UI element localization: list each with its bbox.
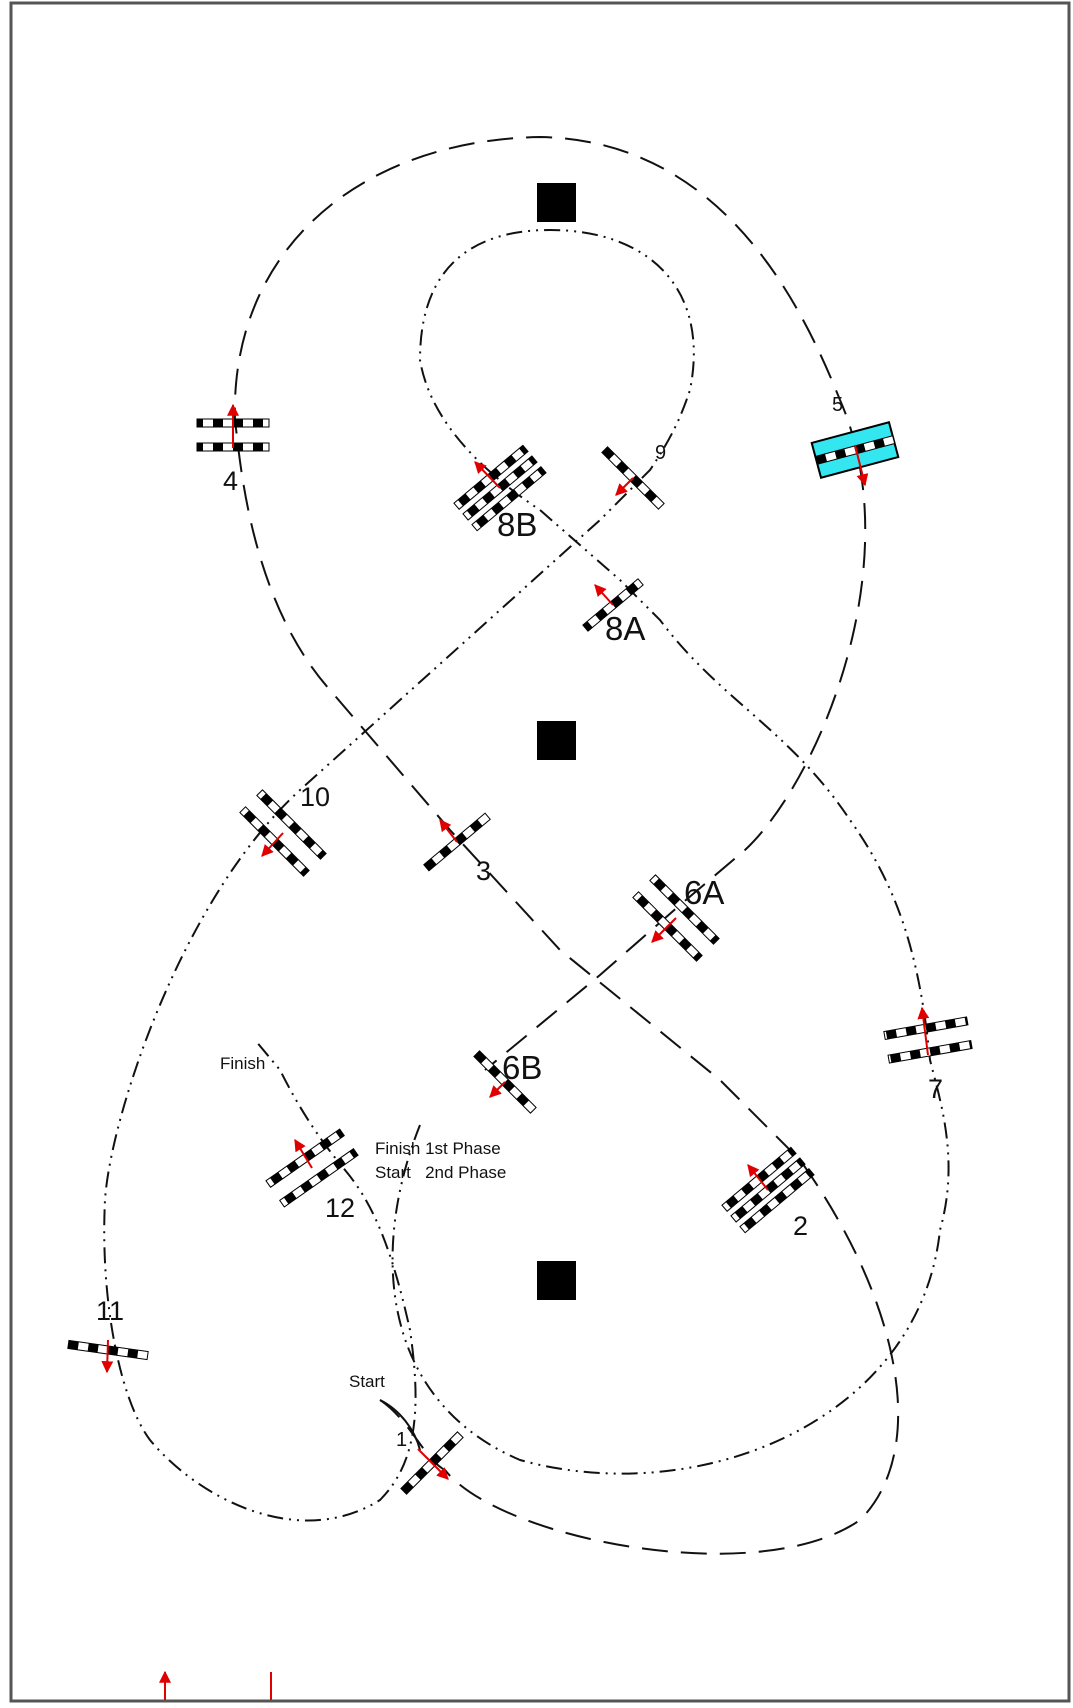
label-fence-11: 11: [96, 1296, 124, 1326]
label-phase-start: Start 2nd Phase: [375, 1163, 506, 1182]
label-fence-8a: 8A: [605, 610, 645, 647]
fence-8a-direction-arrow: [594, 584, 614, 606]
label-fence-1: 1: [396, 1429, 407, 1451]
block-bottom: [537, 1261, 576, 1300]
fence-9-direction-arrow: [615, 477, 634, 496]
fence-8b-direction-arrow: [474, 461, 501, 489]
track-phase-1: [233, 135, 900, 1555]
fence-1: [400, 1431, 464, 1495]
fence-10-direction-arrow: [261, 832, 284, 857]
label-fence-10: 10: [300, 782, 330, 812]
fence-6b-direction-arrow: [489, 1081, 506, 1098]
label-fence-7: 7: [928, 1074, 943, 1104]
fence-2-direction-arrow: [747, 1164, 769, 1191]
fence-11-direction-arrow: [101, 1339, 114, 1374]
start-line: [379, 1399, 421, 1451]
label-fence-4: 4: [223, 466, 238, 496]
block-middle: [537, 721, 576, 760]
fence-5-direction-arrow: [854, 444, 869, 487]
fence-7: [883, 1016, 973, 1064]
fence-12-direction-arrow: [294, 1138, 313, 1169]
label-phase-finish: Finish 1st Phase: [375, 1139, 501, 1158]
label-fence-3: 3: [476, 856, 491, 886]
label-fence-6a: 6A: [684, 874, 724, 911]
label-fence-6b: 6B: [502, 1049, 542, 1086]
fence-6a-direction-arrow: [651, 917, 677, 943]
label-finish: Finish: [220, 1054, 265, 1073]
label-fence-8b: 8B: [497, 506, 537, 543]
track-phase-2: [103, 228, 950, 1522]
label-fence-2: 2: [793, 1211, 808, 1241]
fence-7-direction-arrow: [917, 1006, 930, 1056]
fence-3-direction-arrow: [439, 819, 458, 843]
label-start: Start: [349, 1372, 385, 1391]
label-fence-9: 9: [655, 442, 666, 464]
arena-frame: [9, 1, 1071, 1703]
label-fence-5: 5: [832, 394, 843, 416]
fence-5: [810, 421, 900, 479]
label-fence-12: 12: [325, 1193, 355, 1223]
block-top: [537, 183, 576, 222]
